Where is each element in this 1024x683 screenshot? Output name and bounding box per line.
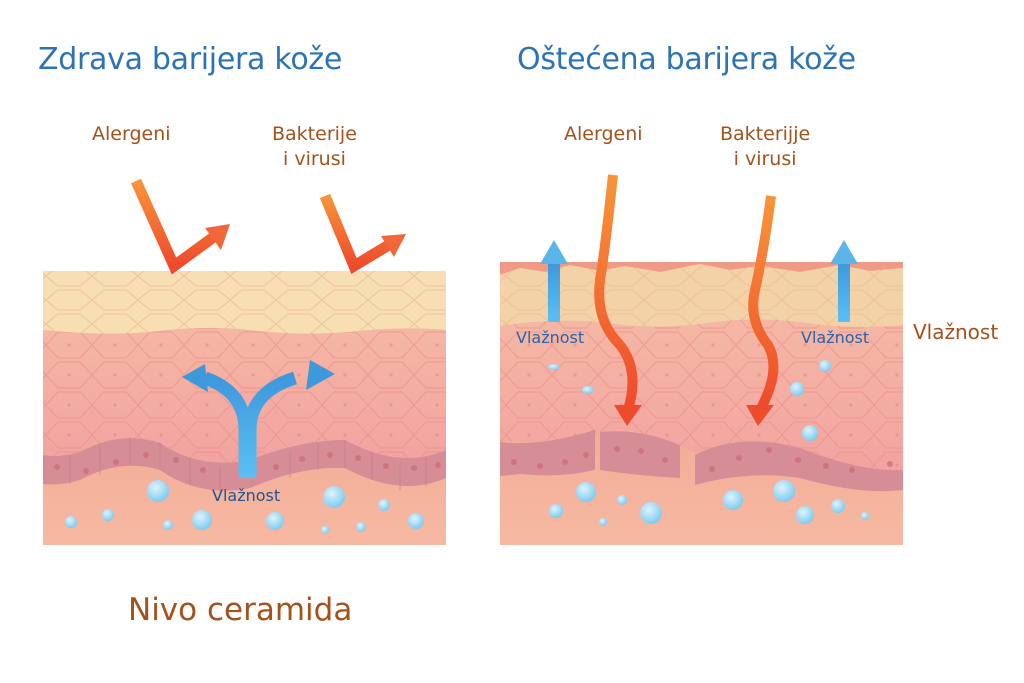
damaged-bacteria-line2: i virusi: [733, 148, 797, 170]
damaged-bacteria-label: Bakterijje i virusi: [720, 122, 810, 172]
healthy-allergens-label: Alergeni: [92, 123, 171, 145]
damaged-moisture-right-label: Vlažnost: [801, 328, 870, 347]
healthy-moisture-label: Vlažnost: [212, 486, 281, 505]
healthy-bacteria-label: Bakterije i virusi: [272, 122, 357, 172]
deflected-bacteria-arrow-icon: [319, 193, 406, 275]
moisture-escape-left-icon: [540, 240, 568, 322]
moisture-escape-right-icon: [830, 240, 858, 322]
damaged-moisture-left-label: Vlažnost: [516, 328, 585, 347]
ceramide-level-label: Nivo ceramida: [128, 592, 353, 628]
penetrating-allergen-arrow-icon: [594, 174, 642, 426]
damaged-bacteria-line1: Bakterijje: [720, 123, 811, 145]
moisture-arrow-icon: [182, 360, 335, 478]
healthy-barrier-title: Zdrava barijera kože: [38, 42, 342, 77]
deflected-allergen-arrow-icon: [130, 178, 230, 275]
damaged-allergens-label: Alergeni: [564, 123, 643, 145]
healthy-bacteria-line2: i virusi: [283, 148, 346, 170]
damaged-barrier-title: Oštećena barijera kože: [517, 42, 856, 77]
side-moisture-label: Vlažnost: [913, 320, 999, 344]
healthy-bacteria-line1: Bakterije: [272, 123, 357, 145]
penetrating-bacteria-arrow-icon: [746, 195, 779, 426]
